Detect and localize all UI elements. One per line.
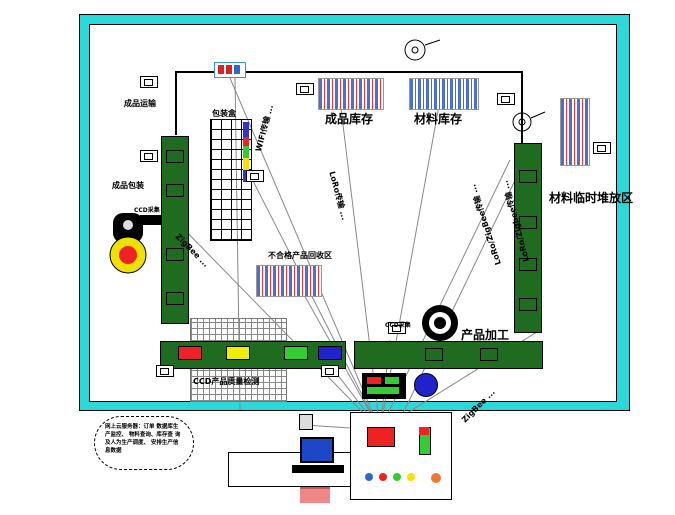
conveyor-item (519, 216, 537, 229)
conveyor-item (519, 298, 537, 311)
label-defect-recycle: 不合格产品回收区 (268, 251, 332, 260)
label-ccd-inspection: CCD产品质量检测 (193, 377, 260, 386)
conveyor-item (166, 184, 184, 197)
conveyor-item (425, 348, 443, 361)
temp-material-shelf (560, 98, 590, 166)
conveyor-item (166, 292, 184, 305)
blue-item (318, 346, 342, 360)
defect-recycle-shelf (256, 265, 322, 297)
conveyor-item (166, 150, 184, 163)
processing-machine (362, 373, 406, 399)
label-product-processing: 产品加工 (461, 328, 510, 342)
conveyor-item (166, 248, 184, 261)
material-storage-shelf (409, 78, 479, 110)
green-item (284, 346, 308, 360)
control-cabinet (350, 412, 452, 500)
bottom-conveyor-right (354, 341, 543, 369)
conveyor-item (519, 258, 537, 271)
label-material-temp-zone: 材料临时堆放区 (549, 191, 634, 205)
rail-reader (214, 62, 246, 78)
reel-icon (404, 39, 546, 132)
label-finished-storage: 成品库存 (325, 112, 374, 126)
sensor-icon (321, 365, 339, 377)
cloud-server-text: 网上云服务器：订单 数据库生产监控、 物料查询、库存查 询及人为生产调度、 安排… (105, 424, 181, 454)
sensor-icon (388, 322, 406, 334)
label-ccd-collect-2: CCD采集 (385, 322, 411, 329)
sensor-icon (140, 150, 158, 162)
keyboard-icon (292, 465, 344, 473)
sensor-icon (140, 76, 158, 88)
label-finished-transport: 成品运输 (124, 99, 156, 108)
blue-disc-icon (414, 373, 438, 397)
conveyor-item (519, 170, 537, 183)
sensor-icon (156, 365, 174, 377)
chair-icon (300, 487, 330, 503)
cloud-server: 网上云服务器：订单 数据库生产监控、 物料查询、库存查 询及人为生产调度、 安排… (94, 416, 194, 470)
processing-wheel-icon (422, 305, 458, 341)
camera-icon (299, 414, 313, 430)
sensor-icon (296, 83, 314, 95)
red-item (178, 346, 202, 360)
label-material-storage: 材料库存 (414, 112, 463, 126)
sensor-icon (593, 142, 611, 154)
label-packing-box: 包装盒 (212, 109, 236, 118)
sensor-icon (497, 93, 515, 105)
label-ccd-collect-1: CCD采集 (134, 207, 160, 214)
finished-storage-shelf (318, 78, 384, 110)
yellow-item (226, 346, 250, 360)
packing-box-grid (210, 119, 252, 241)
computer-monitor-icon (300, 437, 334, 463)
conveyor-item (480, 348, 498, 361)
sensor-icon (246, 170, 264, 182)
label-finished-packing: 成品包装 (112, 181, 144, 190)
robot-arm-icon (109, 213, 170, 274)
